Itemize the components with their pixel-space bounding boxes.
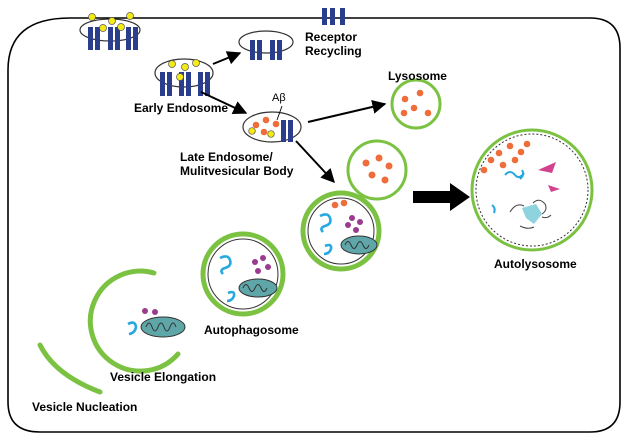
amyloid-vesicle bbox=[346, 139, 408, 201]
arrow-to-late-endosome bbox=[200, 91, 248, 115]
vesicle-elongation-label: Vesicle Elongation bbox=[110, 370, 217, 384]
late-endosome-line-1: Late Endosome/ bbox=[180, 150, 273, 164]
late-endosome-line-2: Mulitvesicular Body bbox=[180, 164, 294, 178]
receptor-recycling-line-2: Recycling bbox=[305, 44, 362, 58]
receptor-recycling-line-1: Receptor bbox=[305, 30, 358, 44]
elongating-phagophore bbox=[87, 268, 186, 374]
abeta-label: Aβ bbox=[272, 92, 286, 104]
fusing-autophagosome bbox=[300, 190, 382, 272]
surface-receptor-cluster bbox=[79, 12, 141, 50]
recycled-receptor-icon bbox=[322, 8, 345, 25]
lysosome bbox=[390, 78, 442, 130]
receptor-recycling-label: Receptor Recycling bbox=[305, 30, 362, 58]
arrow-to-autolysosome bbox=[413, 183, 470, 211]
autophagosome bbox=[200, 231, 286, 317]
autophagosome-label: Autophagosome bbox=[204, 323, 299, 337]
lysosome-label: Lysosome bbox=[388, 69, 447, 83]
pathway-arrows bbox=[200, 51, 387, 184]
early-endosome-label: Early Endosome bbox=[134, 101, 229, 115]
vesicle-nucleation-label: Vesicle Nucleation bbox=[32, 400, 138, 414]
arrow-to-lysosome bbox=[307, 100, 387, 123]
nucleation-membrane bbox=[37, 342, 103, 395]
arrow-to-amyloid-fusion bbox=[295, 140, 335, 184]
late-endosome-label: Late Endosome/ Mulitvesicular Body bbox=[180, 150, 293, 178]
receptor-icon bbox=[88, 27, 138, 50]
mitochondrion bbox=[140, 316, 186, 338]
recycling-vesicle bbox=[238, 30, 294, 60]
early-endosome bbox=[154, 58, 214, 96]
cell-membrane bbox=[7, 17, 621, 433]
autolysosome bbox=[470, 128, 594, 252]
abeta-monomer-icon bbox=[88, 12, 134, 32]
late-endosome bbox=[242, 105, 302, 143]
autolysosome-label: Autolysosome bbox=[494, 257, 577, 271]
arrow-to-recycling bbox=[212, 51, 242, 65]
